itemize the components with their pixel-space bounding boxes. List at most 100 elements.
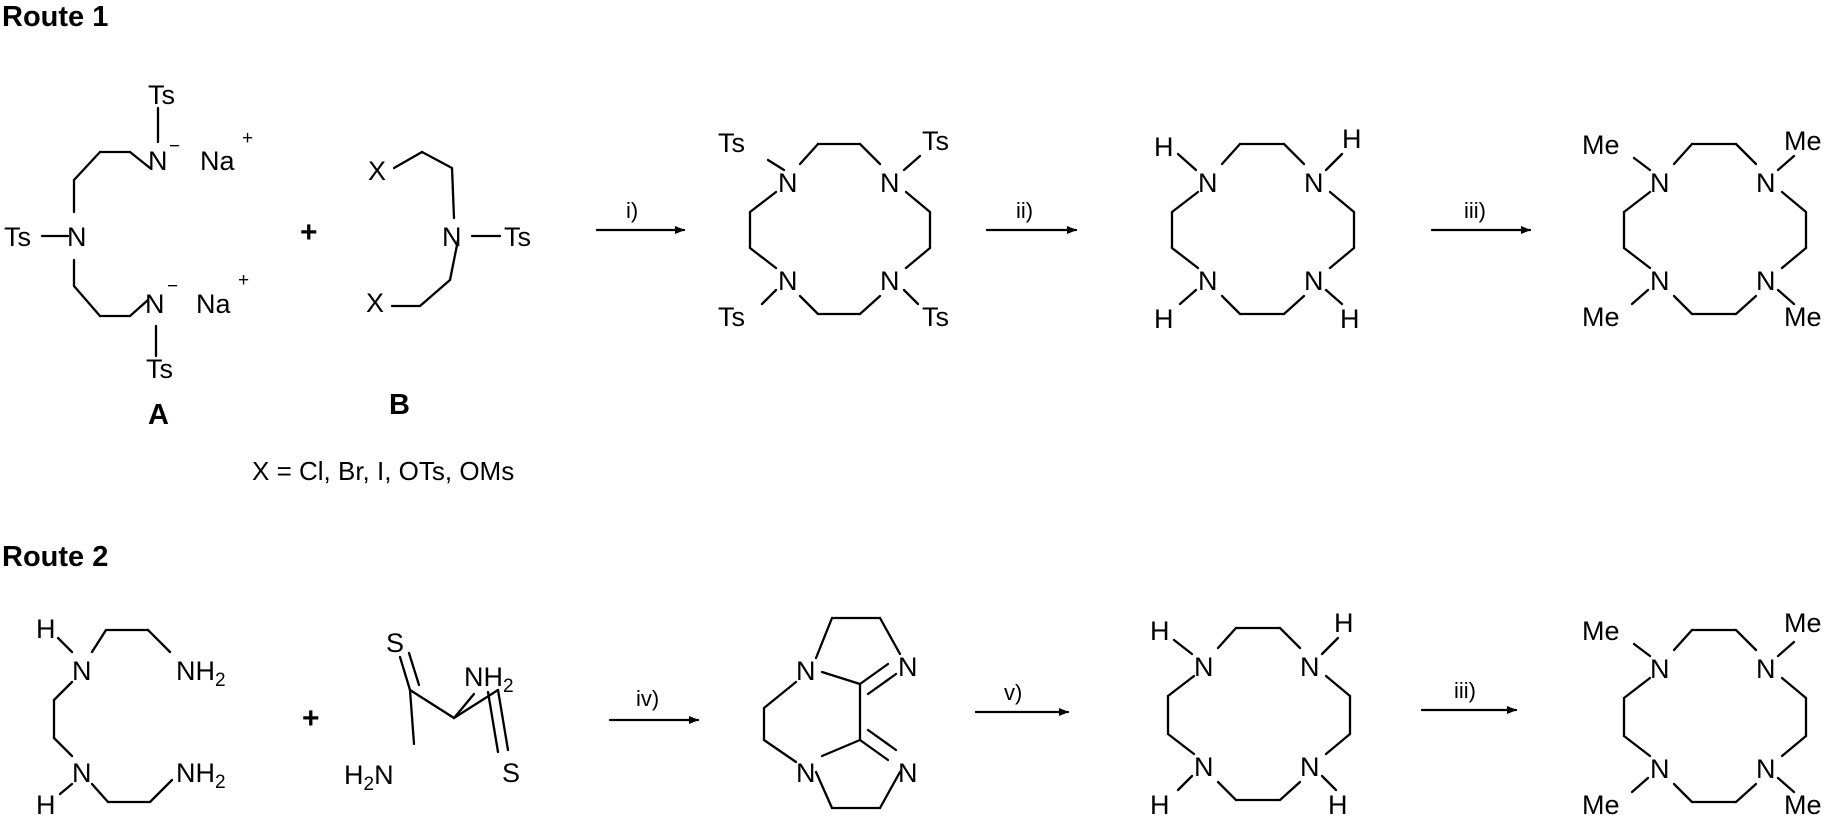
bond: [58, 782, 74, 796]
route-1-title: Route 1: [2, 1, 108, 33]
atom-me: Me: [1784, 608, 1822, 638]
bond: [450, 166, 456, 220]
atom-n: N: [1304, 168, 1324, 198]
bond: [486, 690, 500, 754]
bond: [1178, 288, 1198, 306]
bond: [52, 680, 74, 702]
condition-label: v): [1004, 680, 1022, 705]
compound-b-structure: [390, 150, 502, 308]
atom-n: N: [1756, 168, 1776, 198]
bond: [448, 238, 460, 282]
atom-ts: Ts: [922, 126, 949, 156]
atom-me: Me: [1784, 302, 1822, 332]
bond: [1622, 734, 1652, 758]
bond: [1320, 774, 1338, 792]
bond: [1776, 640, 1796, 658]
bond: [1776, 154, 1796, 172]
tetratosyl-cyclen-structure: [748, 142, 932, 316]
bond: [1282, 294, 1306, 316]
bond: [1622, 676, 1652, 700]
atom-n: N: [898, 652, 918, 682]
atom-h: H: [36, 790, 56, 818]
atom-n: N: [145, 289, 165, 319]
bond: [814, 770, 834, 810]
bond: [902, 154, 922, 172]
bond: [904, 190, 932, 214]
bond: [1220, 142, 1242, 166]
atom-n: N: [1756, 754, 1776, 784]
bond: [1328, 246, 1356, 270]
bond: [1176, 774, 1194, 792]
subscript-2: 2: [364, 774, 375, 795]
atom-h: H: [1334, 608, 1354, 638]
plus-sign: +: [300, 216, 318, 249]
atom-n: N: [796, 656, 816, 686]
tetramethyl-cyclen-structure-route-2: [1622, 628, 1808, 804]
atom-n: N: [898, 758, 918, 788]
cyclen-structure-route-2: [1166, 626, 1352, 802]
bond: [798, 294, 820, 316]
subscript-2: 2: [215, 772, 226, 793]
bond: [760, 288, 778, 306]
atom-n: N: [1304, 266, 1324, 296]
h-text: H: [344, 760, 364, 790]
bond: [418, 278, 452, 308]
atom-h: H: [1150, 616, 1170, 646]
bond: [1630, 288, 1650, 306]
atom-x: X: [368, 156, 386, 186]
bond: [90, 628, 108, 654]
condition-label: i): [626, 198, 638, 223]
bond: [72, 150, 102, 182]
nh-text: NH: [176, 758, 215, 788]
atom-ts: Ts: [922, 302, 949, 332]
atom-n: N: [148, 146, 168, 176]
bond: [1780, 190, 1808, 214]
bond: [1216, 780, 1238, 802]
bond: [1216, 626, 1238, 650]
charge-plus: +: [238, 270, 249, 291]
bond: [1734, 142, 1758, 166]
bond: [820, 738, 862, 758]
nh-text: NH: [464, 662, 503, 692]
bond: [1672, 782, 1694, 804]
bond: [1780, 246, 1808, 270]
atom-nh2: NH2: [464, 662, 514, 697]
bond: [798, 142, 820, 166]
bond: [1734, 294, 1758, 316]
bond: [1632, 156, 1652, 172]
atom-n: N: [796, 758, 816, 788]
atom-s: S: [502, 758, 520, 788]
bond: [1622, 246, 1652, 270]
atom-n: N: [1650, 754, 1670, 784]
bond: [1324, 732, 1352, 756]
atom-ts: Ts: [148, 80, 175, 110]
bond: [878, 770, 902, 810]
bond: [408, 688, 456, 720]
bond: [1324, 674, 1352, 698]
atom-h2n: H2N: [344, 760, 394, 795]
x-substituent-note: X = Cl, Br, I, OTs, OMs: [252, 456, 514, 486]
bond: [1776, 776, 1796, 794]
bond: [72, 284, 102, 318]
atom-h: H: [1340, 304, 1360, 334]
atom-n: N: [1194, 752, 1214, 782]
bond: [1172, 638, 1194, 656]
bond: [1672, 294, 1694, 316]
atom-n: N: [778, 266, 798, 296]
bond: [858, 142, 882, 166]
bond: [858, 738, 890, 762]
charge-minus: −: [169, 136, 180, 157]
atom-x: X: [366, 288, 384, 318]
compound-b-label: B: [389, 389, 410, 421]
bisamidine-intermediate-structure: [762, 616, 902, 810]
atom-me: Me: [1582, 790, 1620, 818]
bond: [1672, 628, 1694, 652]
bond: [820, 670, 862, 686]
condition-label: iv): [636, 686, 659, 711]
bond: [452, 692, 476, 720]
bond: [904, 246, 932, 270]
condition-label: ii): [1016, 198, 1033, 223]
charge-plus: +: [242, 128, 253, 149]
atom-n: N: [1194, 652, 1214, 682]
